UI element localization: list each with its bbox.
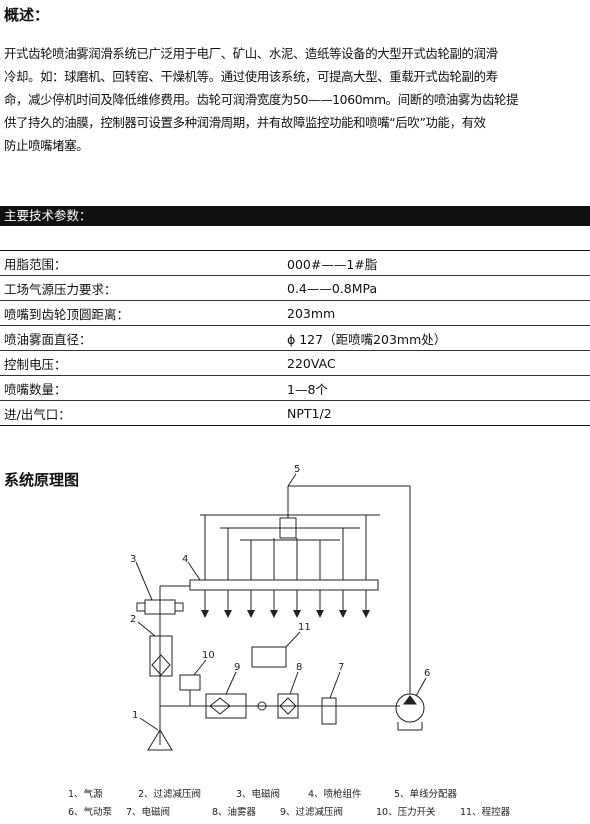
nozzle-tip xyxy=(316,610,324,618)
diagram-legend: 1、气源 2、过滤减压阀 3、电磁阀 4、喷枪组件 5、单线分配器 6、气动泵 … xyxy=(68,784,538,820)
air-pump-6-symbol xyxy=(395,693,425,723)
nozzle-tip xyxy=(293,610,301,618)
overview-line: 开式齿轮喷油雾润滑系统已广泛用于电厂、矿山、水泥、造纸等设备的大型开式齿轮副的润… xyxy=(4,46,498,61)
legend-row: 6、气动泵 7、电磁阀 8、油雾器 9、过滤减压阀 10、压力开关 11、程控器 xyxy=(68,802,538,820)
callout-number: 3 xyxy=(130,554,136,565)
controller-11-symbol xyxy=(251,646,287,668)
specs-heading-bar: 主要技术参数： xyxy=(0,206,590,226)
spec-value: 220VAC xyxy=(283,350,590,376)
spec-value: 1—8个 xyxy=(283,375,590,401)
callout-number: 1 xyxy=(132,710,138,721)
overview-line: 供了持久的油膜，控制器可设置多种润滑周期，并有故障监控功能和喷嘴“后吹”功能，有… xyxy=(4,115,486,130)
spec-label: 控制电压： xyxy=(0,350,283,376)
overview-heading: 概述： xyxy=(4,6,50,24)
overview-line: 防止喷嘴堵塞。 xyxy=(4,138,89,153)
spec-value: 203mm xyxy=(283,300,590,326)
spec-label: 工场气源压力要求： xyxy=(0,275,283,301)
legend-item: 3、电磁阀 xyxy=(236,789,281,800)
filter-regulator-2-symbol xyxy=(149,635,173,677)
legend-item: 5、单线分配器 xyxy=(394,789,458,800)
spec-row: 控制电压：220VAC xyxy=(0,350,590,376)
spec-label: 喷油雾面直径： xyxy=(0,325,283,351)
spec-value: 000#——1#脂 xyxy=(283,250,590,276)
specs-table: 用脂范围：000#——1#脂 工场气源压力要求：0.4——0.8MPa 喷嘴到齿… xyxy=(0,250,590,426)
spec-row: 喷油雾面直径：ϕ 127（距喷嘴203mm处） xyxy=(0,325,590,351)
legend-row: 1、气源 2、过滤减压阀 3、电磁阀 4、喷枪组件 5、单线分配器 xyxy=(68,784,538,802)
system-schematic: 1 2 3 4 5 6 7 8 9 10 11 xyxy=(130,464,430,751)
overview-line: 命，减少停机时间及降低维修费用。齿轮可润滑宽度为50——1060mm。间断的喷油… xyxy=(4,92,519,107)
callout-number: 9 xyxy=(234,662,240,673)
spec-label: 进/出气口： xyxy=(0,400,283,426)
diagram-heading: 系统原理图 xyxy=(4,471,80,489)
spec-label: 用脂范围： xyxy=(0,250,283,276)
spec-row: 进/出气口：NPT1/2 xyxy=(0,400,590,426)
spec-value: ϕ 127（距喷嘴203mm处） xyxy=(283,325,590,351)
overview-paragraph: 开式齿轮喷油雾润滑系统已广泛用于电厂、矿山、水泥、造纸等设备的大型开式齿轮副的润… xyxy=(4,42,586,157)
spec-value: NPT1/2 xyxy=(283,400,590,426)
spec-row: 用脂范围：000#——1#脂 xyxy=(0,250,590,276)
legend-item: 8、油雾器 xyxy=(212,807,257,818)
legend-item: 10、压力开关 xyxy=(376,807,436,818)
overview-line: 冷却。如：球磨机、回转窑、干燥机等。通过使用该系统，可提高大型、重载开式齿轮副的… xyxy=(4,69,498,84)
spec-value: 0.4——0.8MPa xyxy=(283,275,590,301)
callout-number: 6 xyxy=(424,668,430,679)
callout-number: 11 xyxy=(298,622,311,633)
nozzle-tip xyxy=(339,610,347,618)
nozzle-tip xyxy=(224,610,232,618)
nozzle-tip xyxy=(247,610,255,618)
callout-number: 7 xyxy=(338,662,344,673)
gauge-symbol xyxy=(257,701,267,711)
legend-item: 11、程控器 xyxy=(460,807,511,818)
nozzle-tip xyxy=(270,610,278,618)
lubricator-8-symbol xyxy=(277,693,299,719)
legend-item: 6、气动泵 xyxy=(68,807,113,818)
callout-number: 5 xyxy=(294,464,300,475)
solenoid-valve-7-symbol xyxy=(321,697,337,725)
spec-row: 工场气源压力要求：0.4——0.8MPa xyxy=(0,275,590,301)
legend-item: 2、过滤减压阀 xyxy=(138,789,202,800)
callout-number: 2 xyxy=(130,614,136,625)
legend-item: 4、喷枪组件 xyxy=(308,789,362,800)
spec-row: 喷嘴到齿轮顶圆距离：203mm xyxy=(0,300,590,326)
spec-row: 喷嘴数量：1—8个 xyxy=(0,375,590,401)
legend-item: 1、气源 xyxy=(68,789,103,800)
spray-manifold-4 xyxy=(189,579,379,591)
spec-label: 喷嘴数量： xyxy=(0,375,283,401)
nozzle-tip xyxy=(201,610,209,618)
pressure-switch-10-symbol xyxy=(179,674,201,691)
spec-label: 喷嘴到齿轮顶圆距离： xyxy=(0,300,283,326)
callout-number: 4 xyxy=(182,554,188,565)
legend-item: 9、过滤减压阀 xyxy=(280,807,344,818)
nozzle-tip xyxy=(362,610,370,618)
callout-number: 10 xyxy=(202,650,215,661)
legend-item: 7、电磁阀 xyxy=(126,807,171,818)
callout-number: 8 xyxy=(296,662,302,673)
